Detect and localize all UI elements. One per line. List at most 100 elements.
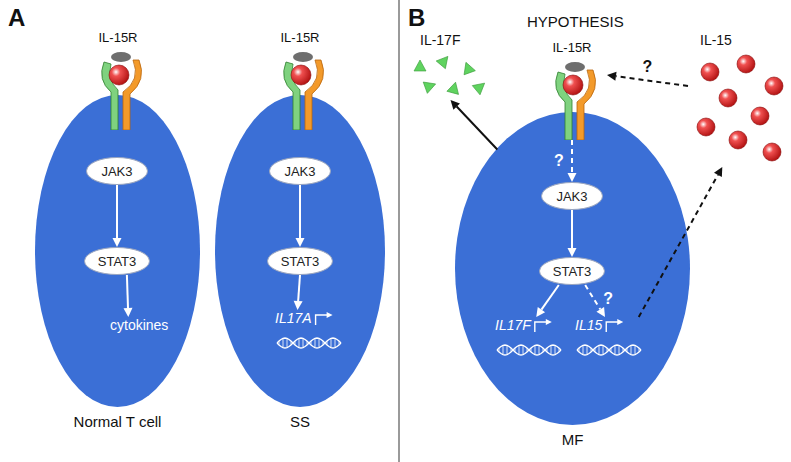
gene: IL17A	[275, 310, 350, 355]
drawing	[535, 345, 536, 354]
divider-line	[398, 0, 400, 462]
drawing	[751, 107, 769, 125]
connector-line	[541, 285, 558, 310]
drawing	[303, 338, 304, 347]
arrowhead	[124, 308, 133, 317]
label-text: ?	[603, 290, 613, 308]
arrowhead	[451, 100, 460, 110]
connector	[296, 185, 305, 247]
connector	[568, 140, 577, 182]
drawing	[277, 338, 341, 348]
label-text: STAT3	[553, 264, 592, 279]
arrowhead	[568, 173, 577, 182]
label-text: IL17A	[275, 310, 312, 326]
drawing	[447, 81, 461, 95]
protein-oval: JAK3	[269, 157, 331, 185]
drawing	[577, 345, 641, 355]
drawing	[701, 63, 719, 81]
drawing	[719, 89, 737, 107]
label-text: cytokines	[110, 317, 168, 333]
drawing	[619, 345, 620, 354]
drawing	[551, 345, 552, 354]
connector	[585, 285, 605, 317]
connector	[536, 285, 559, 317]
connector-line	[585, 285, 600, 309]
protein-oval: JAK3	[86, 157, 148, 185]
connector	[568, 210, 577, 257]
receptor-symbol	[83, 50, 153, 130]
drawing	[503, 345, 504, 354]
label-text: Normal T cell	[35, 413, 200, 430]
drawing	[599, 345, 600, 354]
cell: Normal T cellJAK3STAT3cytokines	[35, 95, 200, 407]
drawing	[109, 65, 129, 85]
drawing	[606, 322, 618, 332]
arrowhead	[296, 238, 305, 247]
drawing	[277, 338, 341, 348]
drawing	[615, 345, 616, 354]
connector-line	[571, 140, 573, 173]
drawing	[111, 52, 131, 62]
drawing	[737, 55, 755, 73]
receptor: IL-15R	[265, 30, 335, 130]
drawing	[765, 77, 783, 95]
drawing	[729, 131, 747, 149]
output-text: cytokines	[110, 317, 171, 337]
cytokine-molecules	[688, 32, 786, 167]
drawing	[603, 345, 604, 354]
drawing	[327, 312, 333, 318]
connector-line	[299, 185, 301, 238]
drawing	[299, 338, 300, 347]
label-text: JAK3	[284, 164, 315, 179]
protein-oval: STAT3	[267, 247, 333, 275]
label-text: IL17F	[495, 317, 531, 333]
label-text: JAK3	[101, 164, 132, 179]
connector	[639, 167, 723, 317]
drawing	[331, 338, 332, 347]
drawing	[319, 338, 320, 347]
label-text: SS	[215, 413, 385, 430]
protein-oval: JAK3	[541, 182, 603, 210]
arrowhead	[294, 301, 303, 310]
drawing	[546, 319, 552, 325]
cell: MFJAK3STAT3IL17FIL15	[455, 112, 690, 425]
arrowhead	[714, 167, 722, 177]
receptor-symbol	[537, 60, 607, 140]
drawing	[617, 319, 623, 325]
label-text: JAK3	[556, 189, 587, 204]
label-text: STAT3	[98, 254, 137, 269]
label-text: A	[8, 4, 25, 32]
connector	[451, 100, 498, 150]
drawing	[555, 345, 556, 354]
protein-oval: STAT3	[539, 257, 605, 285]
drawing	[535, 322, 547, 332]
connector-line	[127, 275, 128, 308]
label-text: STAT3	[281, 254, 320, 269]
label-text: IL-15	[688, 32, 786, 48]
drawing	[539, 345, 540, 354]
drawing	[563, 75, 583, 95]
connector-line	[457, 107, 498, 150]
drawing	[635, 345, 636, 354]
drawing	[315, 338, 316, 347]
drawing	[497, 345, 561, 355]
drawing	[507, 345, 508, 354]
label-text: HYPOTHESIS	[527, 13, 624, 30]
drawing	[697, 118, 715, 136]
drawing	[460, 60, 475, 74]
gene: IL17F	[495, 317, 570, 362]
drawing	[436, 53, 452, 69]
receptor-symbol	[265, 50, 335, 130]
drawing	[763, 143, 781, 161]
label-text: MF	[455, 431, 690, 448]
drawing	[631, 345, 632, 354]
cytokine-cluster: IL-15	[688, 32, 786, 167]
cytokine-cluster: IL-17F	[408, 32, 493, 100]
drawing	[287, 338, 288, 347]
connector	[294, 275, 303, 310]
protein-oval: STAT3	[84, 247, 150, 275]
arrowhead	[113, 238, 122, 247]
arrowhead	[536, 307, 545, 317]
arrowhead	[596, 307, 605, 317]
drawing	[577, 345, 641, 355]
